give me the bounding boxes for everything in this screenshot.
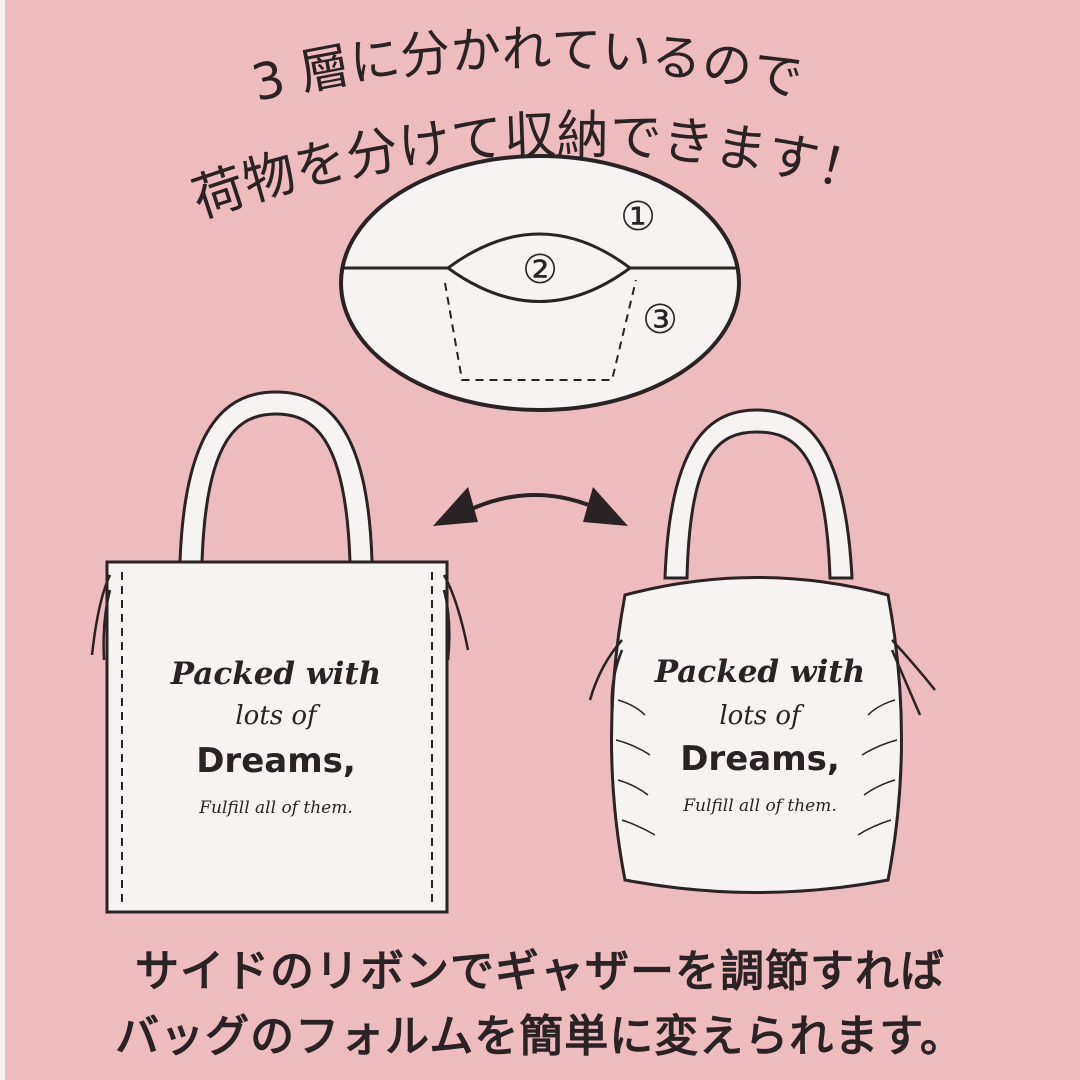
bag-print-line2: lots of <box>235 701 321 731</box>
compartment-2-label: ② <box>522 247 558 293</box>
bag-print-line1: Packed with <box>654 654 865 690</box>
bag-print-line2: lots of <box>719 701 805 731</box>
bag-print-line1: Packed with <box>170 656 381 692</box>
bag-print-line4: Fulfill all of them. <box>198 798 353 818</box>
compartment-1-label: ① <box>620 194 656 240</box>
bag-print-line4: Fulfill all of them. <box>682 796 837 816</box>
switch-arrow-icon <box>433 487 628 526</box>
bag-print-line3: Dreams, <box>196 741 356 781</box>
caption-line2: バッグのフォルムを簡単に変えられます。 <box>115 1011 965 1062</box>
compartment-diagram: ① ② ③ <box>339 154 741 412</box>
headline-line1: 3 層に分かれているので <box>246 20 807 113</box>
gathered-bag-illustration: Packed with lots of Dreams, Fulfill all … <box>588 408 936 894</box>
flat-bag-illustration: Packed with lots of Dreams, Fulfill all … <box>90 390 470 914</box>
caption-line1: サイドのリボンでギャザーを調節すれば <box>135 946 945 997</box>
bag-print-line3: Dreams, <box>680 739 840 779</box>
compartment-3-label: ③ <box>642 297 678 343</box>
image-edge <box>0 0 5 1080</box>
